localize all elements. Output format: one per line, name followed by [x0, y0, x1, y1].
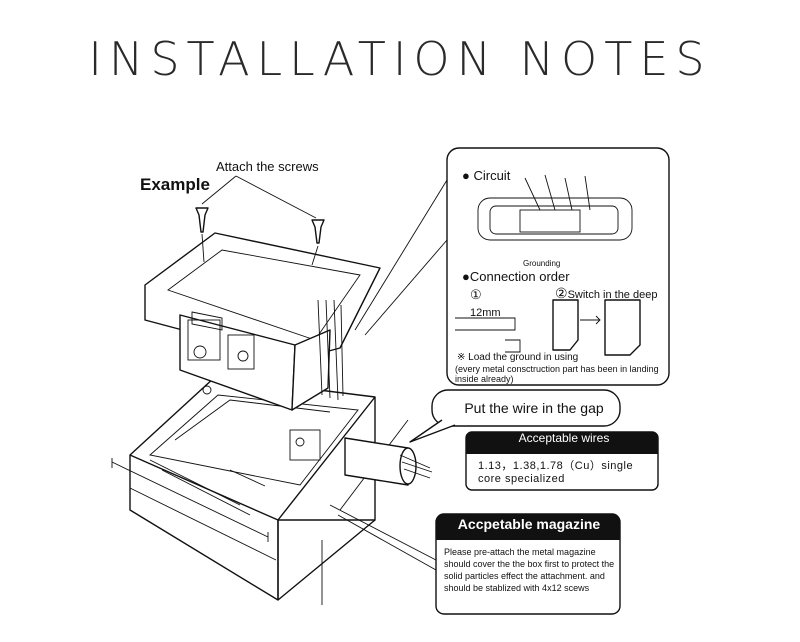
acceptable-magazine-body: Please pre-attach the metal magazine sho… [444, 547, 615, 593]
circuit-text: Circuit [473, 168, 511, 183]
circuit-heading: ● Circuit [462, 168, 511, 183]
example-label: Example [140, 175, 210, 194]
floor-box-drawing [111, 376, 409, 605]
step-two-label: ②Switch in the deep [555, 285, 657, 302]
circuit-panel-frame [354, 147, 670, 386]
landing-note: (every metal consctruction part has been… [455, 364, 659, 384]
page-title: INSTALLATION NOTES [88, 32, 712, 86]
acceptable-wires-body: 1.13，1.38,1.78（Cu）single core specialize… [478, 460, 634, 485]
conduit-drawing [344, 437, 433, 486]
step-two-marker: ② [555, 285, 568, 301]
load-ground-note: ※ Load the ground in using [457, 352, 579, 363]
acceptable-magazine-box [329, 504, 621, 615]
grounding-label: Grounding [523, 259, 561, 268]
acceptable-wires-heading: Acceptable wires [518, 431, 610, 445]
acceptable-wires-box [465, 431, 659, 491]
wire-gap-text: Put the wire in the gap [464, 400, 604, 416]
attach-screws-label: Attach the screws [216, 159, 319, 174]
screw-drawings [195, 175, 325, 266]
connection-order-heading: ●Connection order [462, 269, 570, 284]
connection-order-text: Connection order [469, 269, 570, 284]
length-label: 12mm [470, 307, 501, 319]
acceptable-magazine-heading: Accpetable magazine [457, 516, 601, 532]
wire-gap-callout [409, 389, 621, 443]
step-two-text: Switch in the deep [567, 289, 658, 301]
socket-unit-drawing [144, 232, 381, 411]
step-one-marker: ① [470, 287, 482, 302]
